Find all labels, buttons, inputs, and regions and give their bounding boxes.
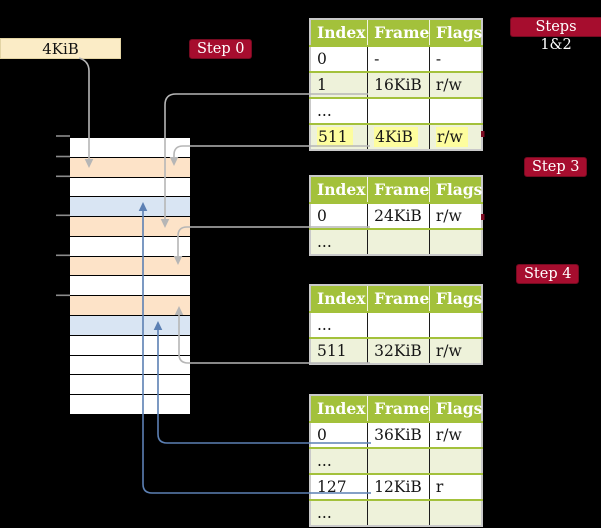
memory-frame-row-11 [70,355,190,376]
table-row: ... [310,447,482,474]
table-cell: r/w [428,71,482,98]
column-header: Frame [367,395,429,422]
column-header: Index [310,19,368,46]
table-cell: 4KiB [367,123,430,150]
table-cell [428,311,482,338]
table-cell: ... [310,447,368,474]
table-cell [428,228,482,255]
memory-frame-row-9 [70,316,190,336]
table-cell [428,97,482,124]
table-cell: 0 [310,421,368,448]
column-header: Index [310,395,368,422]
table-row: ... [310,228,482,255]
table-cell [367,499,430,526]
step-0-badge: Step 0 [189,39,253,59]
highlighted-value: 4KiB [374,127,418,147]
column-header: Index [310,285,368,312]
memory-column [70,137,190,415]
table-row: ... [310,97,482,124]
table-cell [367,447,430,474]
step-3-badge: Step 3 [524,157,588,177]
table-cell: 32KiB [367,337,430,364]
memory-frame-row-0 [70,138,190,158]
table-cell: ... [310,311,368,338]
column-header: Flags [428,395,482,422]
column-header: Flags [428,285,482,312]
table-cell: r/w [428,421,482,448]
memory-frame-row-7 [70,276,190,297]
table-cell: ... [310,499,368,526]
table-cell: 36KiB [367,421,430,448]
table-cell: 12KiB [367,473,430,500]
memory-frame-row-12 [70,375,190,396]
table-cell: 24KiB [367,202,430,229]
column-header: Flags [428,176,482,203]
memory-frame-row-4 [70,217,190,237]
column-header: Frame [367,285,429,312]
table-cell [367,228,430,255]
table-row: ... [310,311,482,338]
memory-frame-row-6 [70,256,190,277]
table-cell: - [428,45,482,72]
column-header: Index [310,176,368,203]
table-cell: 0 [310,45,368,72]
memory-frame-row-10 [70,335,190,356]
table-cell [367,97,430,124]
column-header: Frame [367,176,429,203]
column-header: Frame [367,19,429,46]
table-cell [428,499,482,526]
table-cell: r/w [428,202,482,229]
memory-frame-row-13 [70,395,190,415]
table-cell: ... [310,228,368,255]
table-cell: 511 [310,123,368,150]
memory-frame-row-5 [70,236,190,257]
table-cell: 16KiB [367,71,430,98]
table-row: 0-- [310,45,482,72]
table-cell: 1 [310,71,368,98]
memory-frame-row-2 [70,177,190,198]
table-cell: 127 [310,473,368,500]
step-4-badge: Step 4 [516,264,580,284]
table-cell: - [367,45,430,72]
table-row: ... [310,499,482,526]
table-cell: r/w [428,337,482,364]
memory-frame-row-8 [70,296,190,317]
highlighted-value: 511 [317,127,353,147]
table-cell [428,447,482,474]
memory-frame-row-3 [70,197,190,218]
table-row: 511 4KiB r/w [310,123,482,150]
table-cell: 0 [310,202,368,229]
column-header: Flags [428,19,482,46]
table-cell: 511 [310,337,368,364]
frame-size-label: 4KiB [0,38,121,59]
memory-frame-row-1 [70,157,190,178]
highlighted-value: r/w [435,127,468,147]
table-cell: r/w [428,123,482,150]
steps-1-2-badge: Steps 1&2 [510,17,601,53]
table-cell: r [428,473,482,500]
memory-address-ticks [56,135,70,297]
table-cell [367,311,430,338]
table-cell: ... [310,97,368,124]
